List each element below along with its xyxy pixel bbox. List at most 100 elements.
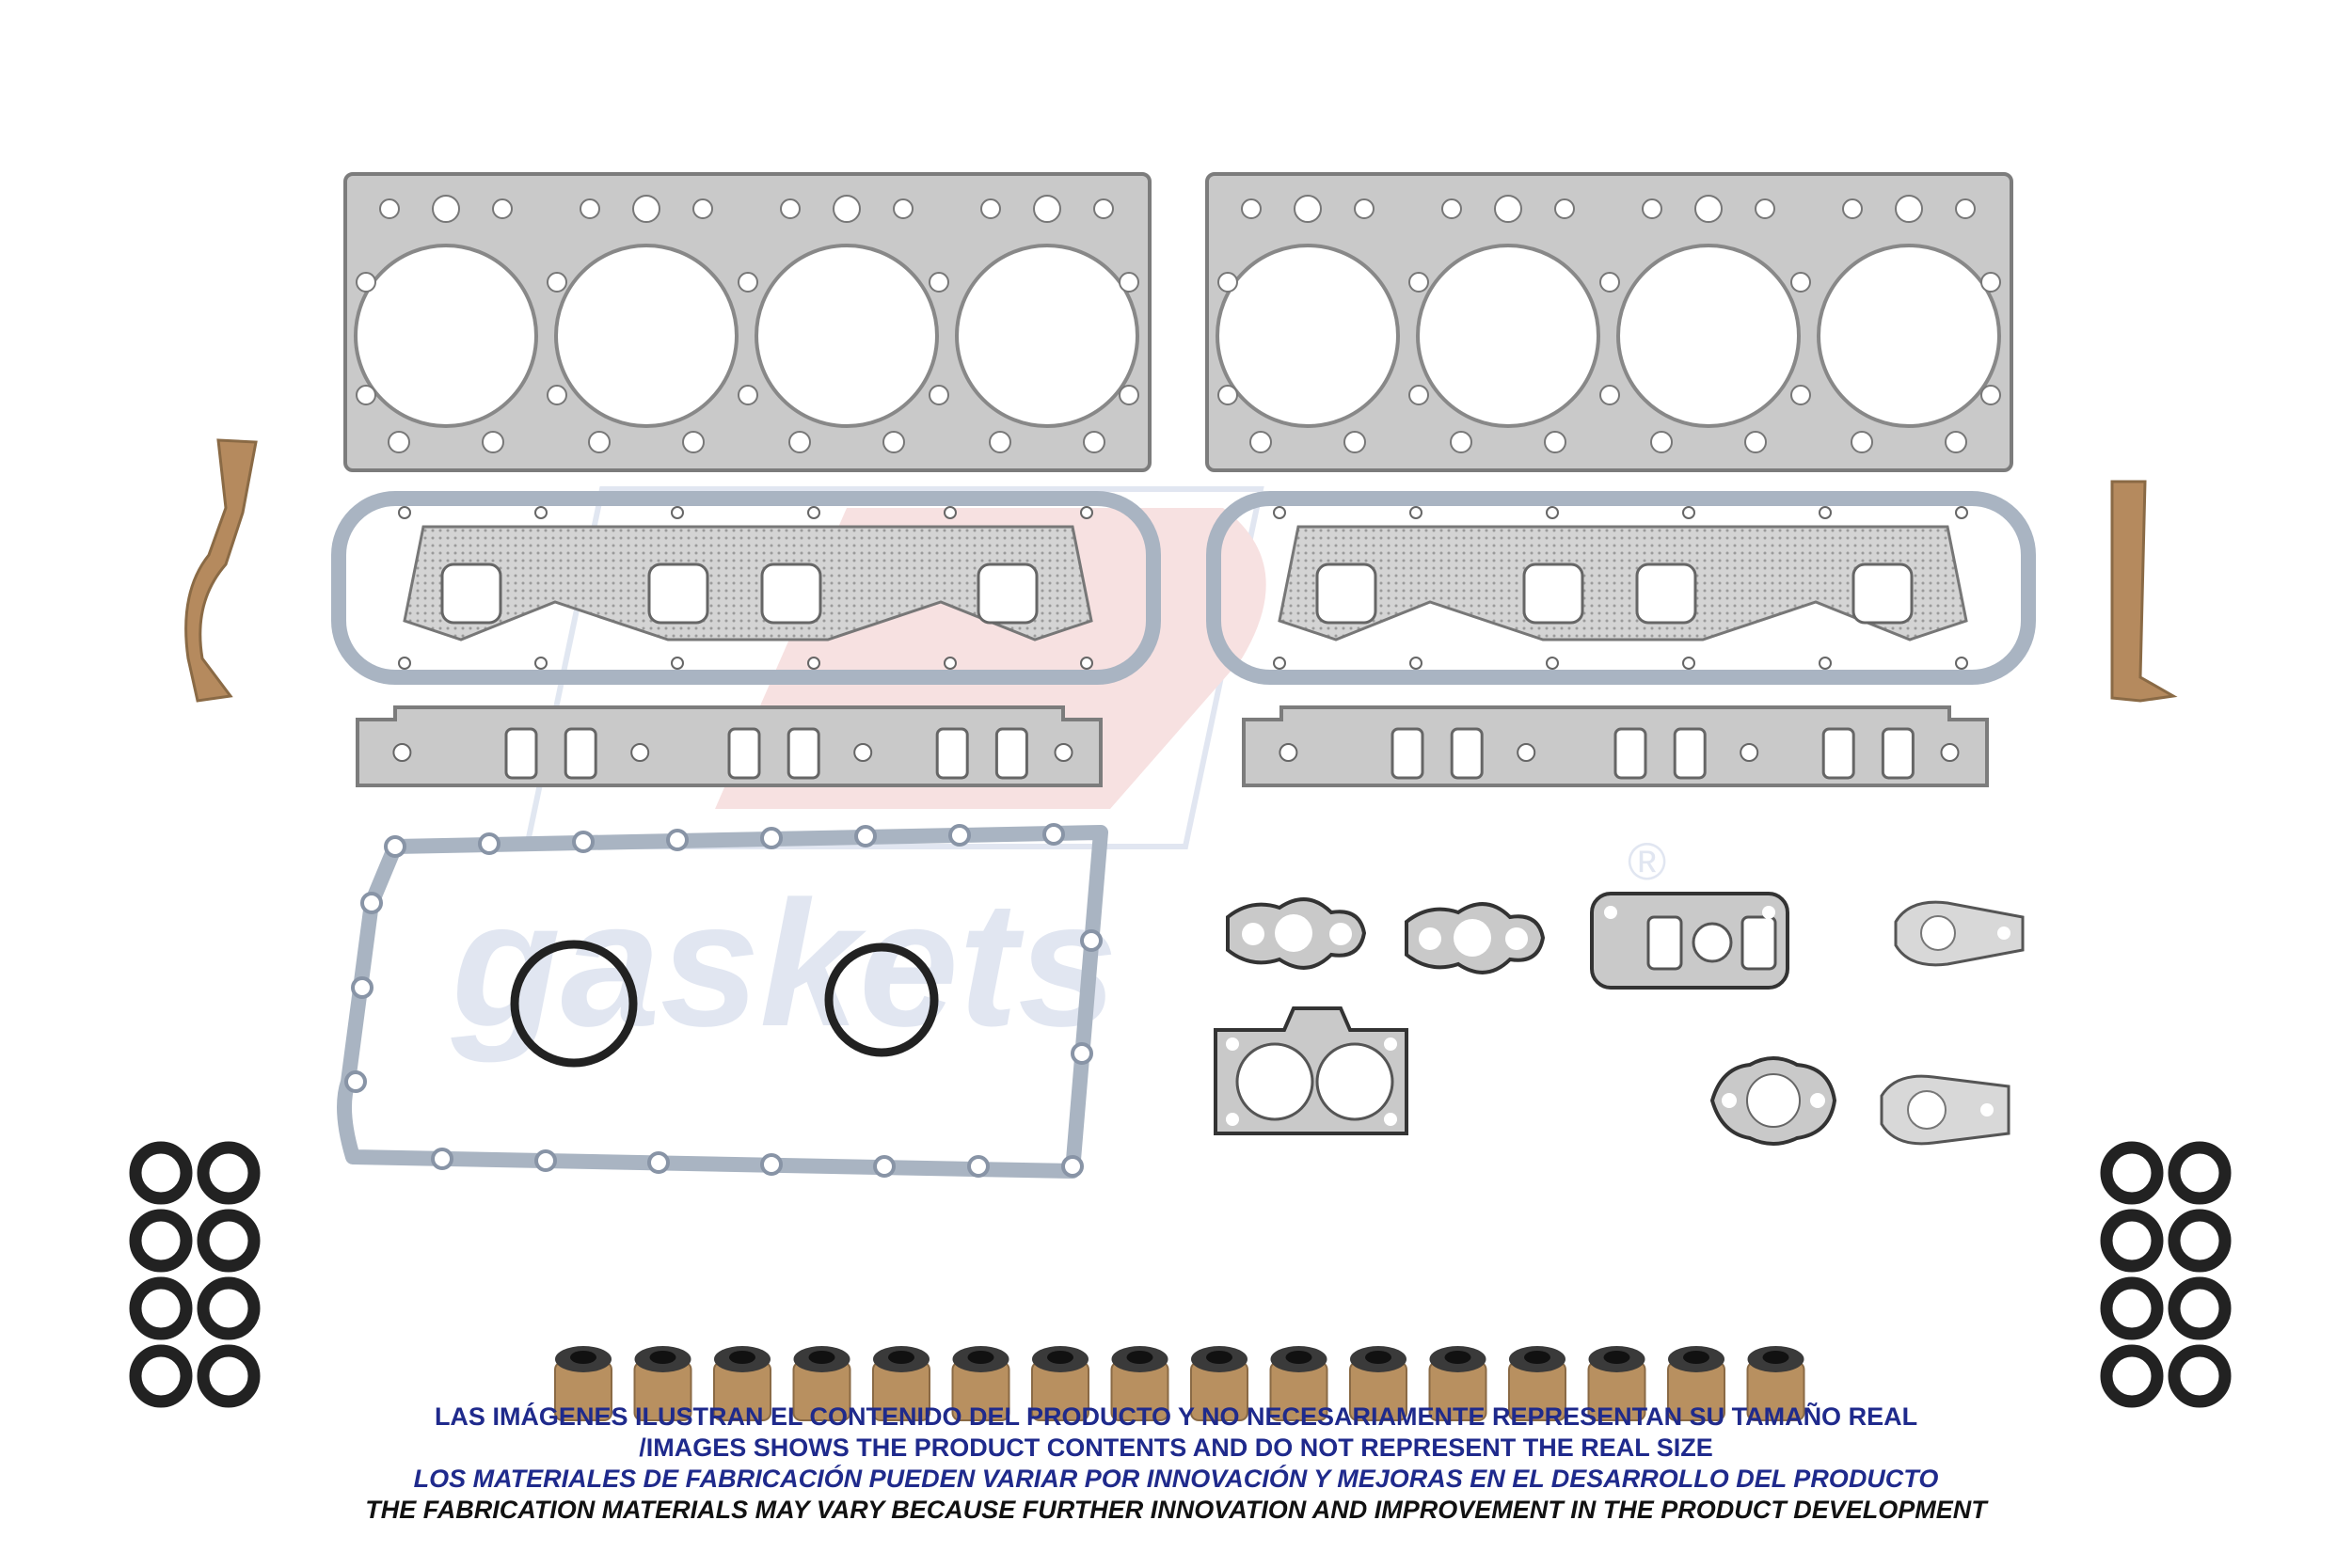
- cylinder-bore: [1416, 244, 1600, 428]
- bolt-hole: [967, 1155, 990, 1178]
- small-oring: [197, 1344, 261, 1408]
- cylinder-bore: [755, 244, 939, 428]
- exhaust-port: [1522, 562, 1584, 625]
- small-oring: [2168, 1209, 2232, 1273]
- bolt-hole: [534, 657, 548, 670]
- bolt-hole: [854, 825, 877, 847]
- exhaust-port: [1315, 562, 1377, 625]
- coolant-hole: [1895, 195, 1923, 223]
- bolt-hole: [1546, 657, 1559, 670]
- small-oring: [2168, 1276, 2232, 1340]
- exhaust-port: [647, 562, 709, 625]
- coolant-hole: [1354, 198, 1375, 219]
- bolt-hole: [1080, 929, 1103, 952]
- bypass-gasket-2: [1880, 1074, 2010, 1146]
- intake-port: [564, 727, 597, 780]
- bolt-hole: [1945, 431, 1967, 453]
- valve-stem-seal: [792, 1346, 851, 1421]
- bolt-hole: [1599, 272, 1620, 293]
- valve-stem-seal: [1349, 1346, 1407, 1421]
- bolt-hole: [534, 506, 548, 519]
- large-oring-left: [510, 940, 638, 1068]
- coolant-hole: [1694, 195, 1723, 223]
- bolt-hole: [929, 385, 949, 405]
- bolt-hole: [572, 831, 595, 853]
- bolt-hole: [807, 506, 820, 519]
- intake-port: [935, 727, 969, 780]
- bolt-hole: [882, 431, 905, 453]
- bolt-hole: [398, 506, 411, 519]
- bolt-hole: [392, 743, 412, 762]
- bolt-hole: [1054, 743, 1073, 762]
- bolt-hole: [1409, 657, 1422, 670]
- bolt-hole: [1083, 431, 1105, 453]
- bolt-hole: [1119, 272, 1139, 293]
- coolant-hole: [492, 198, 513, 219]
- bolt-hole: [1071, 1042, 1093, 1065]
- coolant-hole: [780, 198, 801, 219]
- coolant-hole: [980, 198, 1001, 219]
- intake-port: [727, 727, 761, 780]
- intake-port: [504, 727, 538, 780]
- egr-gasket-2: [1405, 902, 1546, 974]
- bolt-hole: [989, 431, 1011, 453]
- small-oring: [2168, 1344, 2232, 1408]
- bolt-hole: [630, 743, 650, 762]
- cylinder-bore: [354, 244, 538, 428]
- cork-end-seal-left: [184, 438, 258, 703]
- bolt-hole: [1851, 431, 1873, 453]
- coolant-hole: [379, 198, 400, 219]
- exhaust-manifold-gasket: [1278, 525, 1968, 641]
- bolt-hole: [1217, 272, 1238, 293]
- bolt-hole: [948, 824, 971, 847]
- bolt-hole: [1273, 506, 1286, 519]
- intake-port: [787, 727, 820, 780]
- bolt-hole: [1740, 743, 1759, 762]
- coolant-hole: [692, 198, 713, 219]
- valve-stem-seal: [554, 1346, 612, 1421]
- bolt-hole: [1819, 506, 1832, 519]
- head-gasket-left: [343, 172, 1152, 472]
- coolant-hole: [432, 195, 460, 223]
- bolt-hole: [1042, 823, 1065, 846]
- oring-set-left: [129, 1141, 261, 1408]
- bolt-hole: [1546, 506, 1559, 519]
- valve-stem-seal: [1667, 1346, 1725, 1421]
- small-oring: [129, 1209, 193, 1273]
- intake-port: [1450, 727, 1484, 780]
- cork-end-seal-right: [2110, 480, 2178, 703]
- bolt-hole: [1790, 272, 1811, 293]
- coolant-hole: [1554, 198, 1575, 219]
- bolt-hole: [1273, 657, 1286, 670]
- bolt-hole: [1408, 385, 1429, 405]
- intake-manifold-gasket-left: [356, 705, 1103, 787]
- valve-stem-seal: [1587, 1346, 1646, 1421]
- bolt-hole: [478, 832, 501, 855]
- bolt-hole: [1682, 657, 1695, 670]
- bolt-hole: [1544, 431, 1566, 453]
- bolt-hole: [547, 385, 567, 405]
- bolt-hole: [760, 827, 783, 849]
- bolt-hole: [388, 431, 410, 453]
- bolt-hole: [671, 506, 684, 519]
- exhaust-port: [440, 562, 502, 625]
- coolant-hole: [1642, 198, 1662, 219]
- bolt-hole: [1980, 272, 2001, 293]
- large-oring-right: [824, 942, 939, 1057]
- bolt-hole: [431, 1148, 453, 1170]
- valve-stem-seal: [633, 1346, 692, 1421]
- caption-line-4: THE FABRICATION MATERIALS MAY VARY BECAU…: [365, 1496, 1987, 1524]
- bolt-hole: [351, 976, 373, 999]
- valve-cover-gasket-left: [331, 491, 1161, 685]
- bolt-hole: [944, 657, 957, 670]
- bolt-hole: [1408, 272, 1429, 293]
- coolant-hole: [1842, 198, 1863, 219]
- bolt-hole: [853, 743, 873, 762]
- bypass-gasket-1: [1894, 900, 2025, 967]
- valve-cover-ring: [331, 491, 1161, 685]
- valve-stem-seal: [1190, 1346, 1248, 1421]
- thermostat-gasket: [1709, 1056, 1837, 1146]
- intake-port: [1391, 727, 1424, 780]
- small-oring: [129, 1344, 193, 1408]
- bolt-hole: [534, 1149, 557, 1172]
